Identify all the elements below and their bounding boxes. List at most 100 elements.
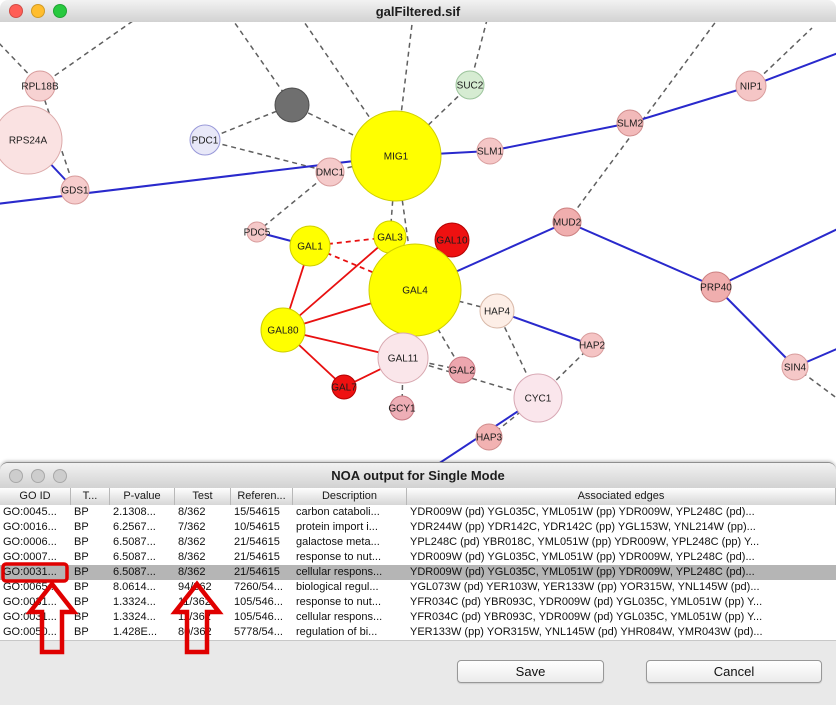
column-header-5[interactable]: Description — [293, 488, 407, 505]
node-circle[interactable] — [0, 105, 63, 175]
node-SLM2[interactable]: SLM2 — [616, 109, 644, 137]
node-GAL2[interactable]: GAL2 — [448, 356, 476, 384]
node-circle[interactable] — [735, 70, 767, 102]
edge-slm1-slm2[interactable] — [489, 122, 631, 152]
node-circle[interactable] — [389, 395, 415, 421]
node-circle[interactable] — [24, 70, 56, 102]
node-circle[interactable] — [315, 157, 345, 187]
close-button[interactable] — [9, 468, 23, 483]
node-GAL1[interactable]: GAL1 — [289, 225, 331, 267]
node-GAL4[interactable]: GAL4 — [368, 243, 462, 337]
node-circle[interactable] — [552, 207, 582, 237]
node-circle[interactable] — [60, 175, 90, 205]
node-circle[interactable] — [475, 423, 503, 451]
column-header-6[interactable]: Associated edges — [407, 488, 836, 505]
node-RPL18B[interactable]: RPL18B — [21, 70, 59, 102]
node-circle[interactable] — [434, 222, 470, 258]
node-circle[interactable] — [289, 225, 331, 267]
edge-t1-mig1[interactable] — [300, 22, 397, 157]
table-cell: BP — [74, 626, 89, 638]
table-cell: BP — [74, 581, 89, 593]
node-HAP4[interactable]: HAP4 — [479, 293, 515, 329]
results-window-titlebar[interactable]: NOA output for Single Mode — [0, 463, 836, 489]
node-circle[interactable] — [448, 356, 476, 384]
node-circle[interactable] — [350, 110, 442, 202]
edge-gal80-gal3[interactable] — [282, 236, 391, 331]
node-circle[interactable] — [189, 124, 221, 156]
node-DMC1[interactable]: DMC1 — [315, 157, 345, 187]
node-GAL80[interactable]: GAL80 — [260, 307, 306, 353]
edge-slm2-nip1[interactable] — [629, 85, 752, 124]
edge-mud2-prp40[interactable] — [566, 221, 717, 288]
node-circle[interactable] — [579, 332, 605, 358]
minimize-button[interactable] — [31, 468, 45, 483]
zoom-button[interactable] — [53, 468, 67, 483]
node-circle[interactable] — [260, 307, 306, 353]
table-cell: biological regul... — [296, 581, 379, 593]
node-PDC1[interactable]: PDC1 — [189, 124, 221, 156]
node-circle[interactable] — [616, 109, 644, 137]
column-header-4[interactable]: Referen... — [231, 488, 293, 505]
node-HAP2[interactable]: HAP2 — [579, 332, 606, 358]
edge-mud2-t4[interactable] — [566, 22, 720, 223]
column-header-2[interactable]: P-value — [110, 488, 175, 505]
node-PRP40[interactable]: PRP40 — [700, 271, 732, 303]
node-MUD2[interactable]: MUD2 — [552, 207, 582, 237]
node-CYC1[interactable]: CYC1 — [513, 373, 563, 423]
cancel-button[interactable]: Cancel — [646, 660, 822, 683]
zoom-button[interactable] — [53, 4, 67, 18]
column-header-3[interactable]: Test — [175, 488, 231, 505]
node-circle[interactable] — [479, 293, 515, 329]
edge-rpl18b-tl2[interactable] — [39, 22, 140, 87]
node-PDC5[interactable]: PDC5 — [244, 221, 271, 243]
node-RPS24A[interactable]: RPS24A — [0, 105, 63, 175]
close-button[interactable] — [9, 4, 23, 18]
edge-pdc1-dmc1[interactable] — [204, 139, 331, 173]
node-circle[interactable] — [700, 271, 732, 303]
edge-nip1-r4[interactable] — [750, 50, 836, 87]
edge-prp40-sin4[interactable] — [715, 286, 796, 368]
node-MIG1[interactable]: MIG1 — [350, 110, 442, 202]
edge-prp40-r1[interactable] — [715, 225, 836, 288]
column-header-1[interactable]: T... — [71, 488, 110, 505]
column-header-0[interactable]: GO ID — [0, 488, 71, 505]
node-circle[interactable] — [274, 87, 310, 123]
edge-t6-gray1[interactable] — [230, 22, 293, 106]
node-SUC2[interactable]: SUC2 — [455, 70, 485, 100]
node-circle[interactable] — [246, 221, 268, 243]
save-button[interactable]: Save — [457, 660, 604, 683]
node-circle[interactable] — [476, 137, 504, 165]
node-gray1[interactable] — [274, 87, 310, 123]
edge-mig1-suc2[interactable] — [395, 84, 471, 157]
node-circle[interactable] — [331, 374, 357, 400]
node-circle[interactable] — [781, 353, 809, 381]
edge-gray1-mig1[interactable] — [291, 104, 397, 157]
edge-pdc1-gray1[interactable] — [204, 104, 293, 141]
node-SLM1[interactable]: SLM1 — [476, 137, 504, 165]
minimize-button[interactable] — [31, 4, 45, 18]
network-window-titlebar[interactable]: galFiltered.sif — [0, 0, 836, 23]
node-NIP1[interactable]: NIP1 — [735, 70, 767, 102]
node-circle[interactable] — [377, 332, 429, 384]
node-SIN4[interactable]: SIN4 — [781, 353, 809, 381]
node-circle[interactable] — [513, 373, 563, 423]
node-GAL11[interactable]: GAL11 — [377, 332, 429, 384]
edge-dmc1-pdc5[interactable] — [256, 171, 331, 233]
edge-hap4-cyc1[interactable] — [496, 310, 539, 399]
node-GAL7[interactable]: GAL7 — [331, 374, 357, 400]
node-GDS1[interactable]: GDS1 — [60, 175, 90, 205]
node-GCY1[interactable]: GCY1 — [388, 395, 416, 421]
node-GAL10[interactable]: GAL10 — [434, 222, 470, 258]
node-circle[interactable] — [455, 70, 485, 100]
node-HAP3[interactable]: HAP3 — [475, 423, 503, 451]
